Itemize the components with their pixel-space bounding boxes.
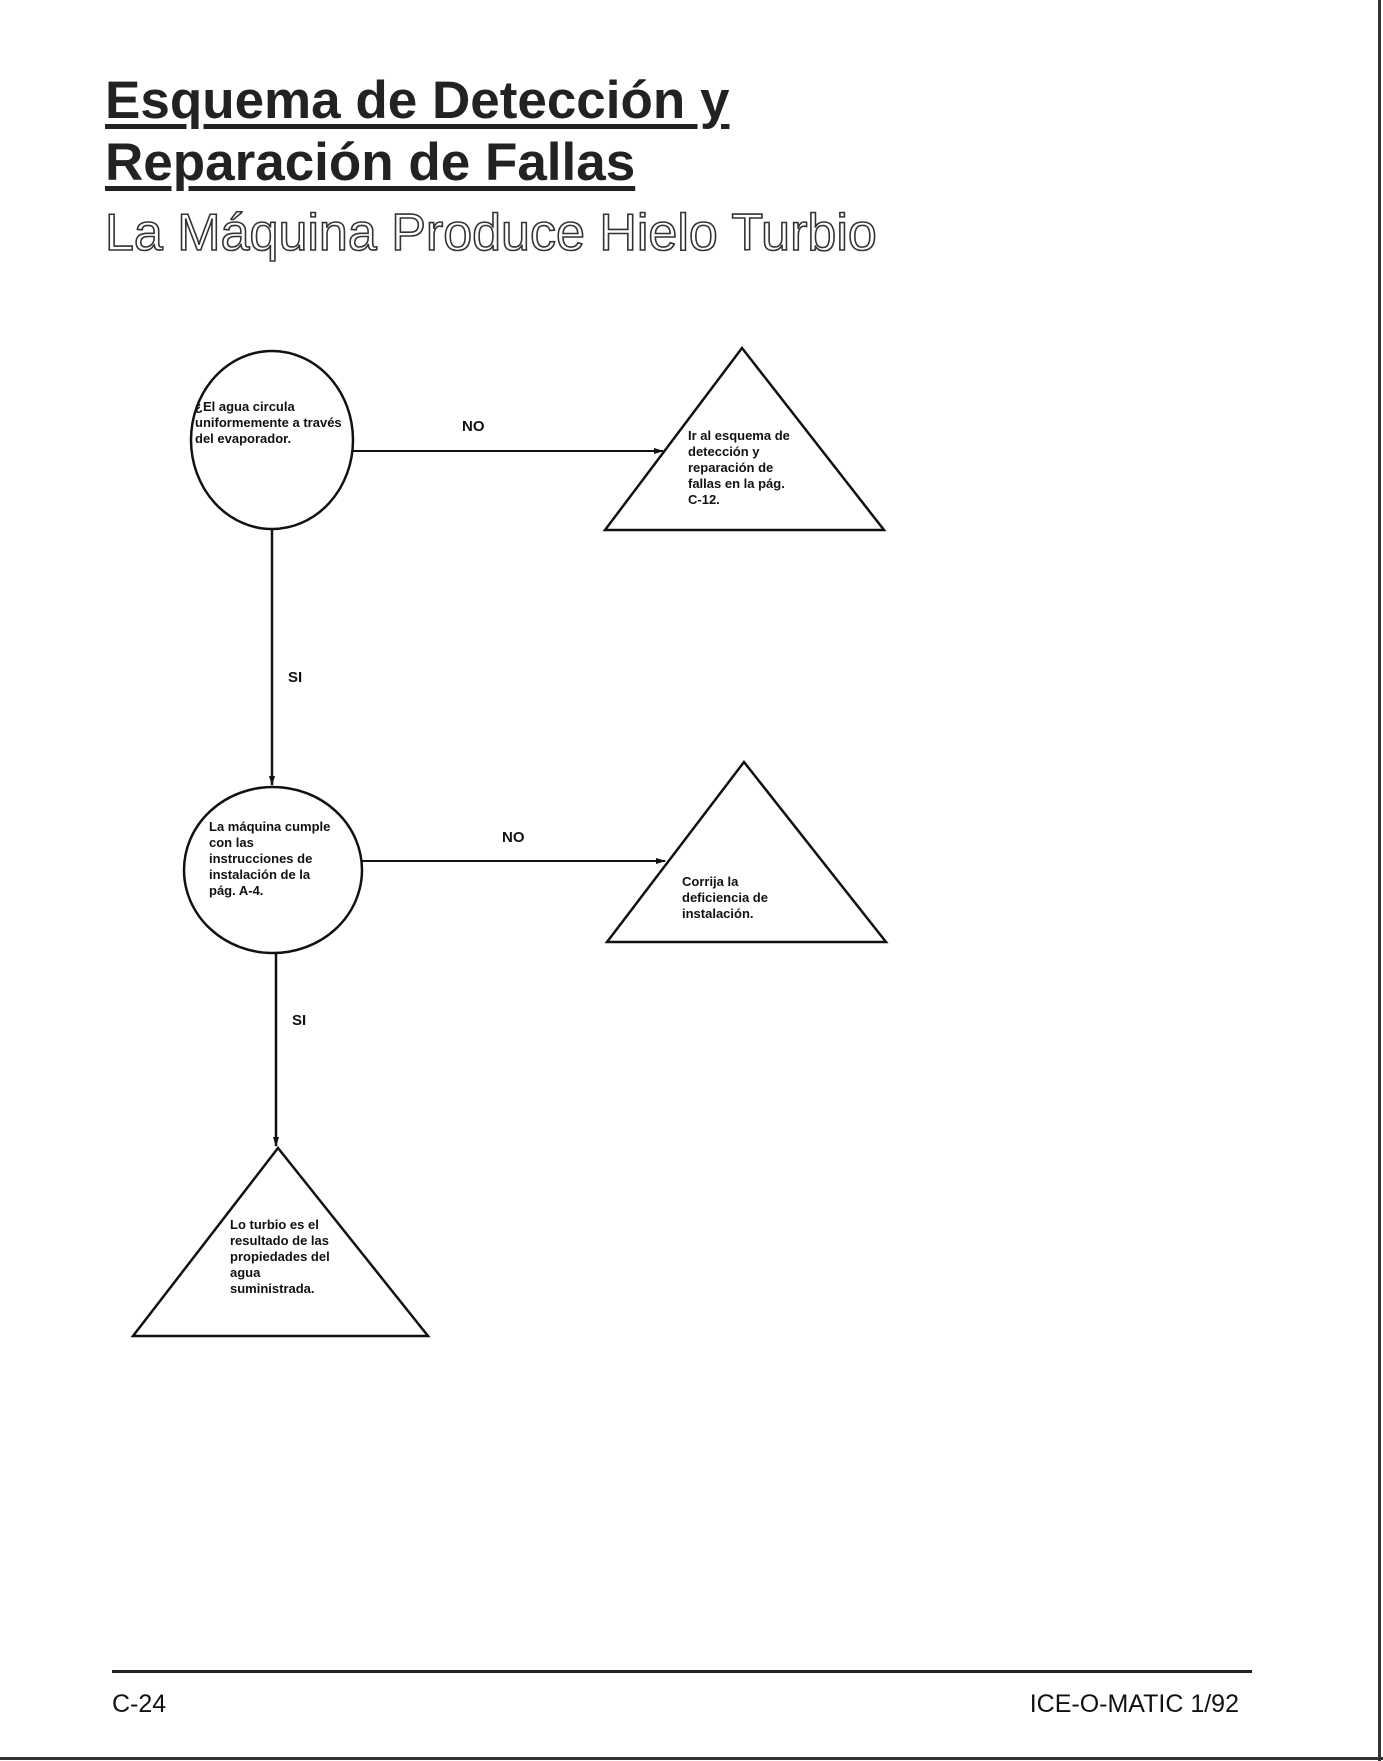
footer-brand: ICE-O-MATIC 1/92 <box>1029 1690 1239 1718</box>
edge-q2-no-label: NO <box>502 829 525 846</box>
edge-q2-si-label: SI <box>292 1012 307 1029</box>
result-water-properties-shape <box>130 1145 431 1338</box>
page-subtitle: La Máquina Produce Hielo Turbio <box>104 204 877 262</box>
edge-q1-si-label: SI <box>288 669 303 686</box>
result-water-properties-text: Lo turbio es el resultado de las propied… <box>230 1217 330 1296</box>
scan-edge-bottom <box>0 1757 1383 1760</box>
action-fix-installation-shape <box>604 759 889 944</box>
page-number: C-24 <box>112 1690 167 1718</box>
edge-q1-no-label: NO <box>462 418 485 435</box>
page-title-line-2: Reparación de Fallas <box>105 133 636 192</box>
page-title-line-1: Esquema de Detección y <box>105 71 730 130</box>
decision-installation-shape <box>182 785 364 955</box>
decision-water-circulation-text: ¿El agua circula uniformemente a través … <box>195 399 342 446</box>
page-title: Esquema de Detección y Reparación de Fal… <box>105 70 729 194</box>
footer-divider <box>112 1670 1252 1673</box>
scan-edge-right <box>1378 0 1381 1761</box>
action-go-to-c12-text: Ir al esquema de detección y reparación … <box>688 428 790 507</box>
action-fix-installation-text: Corrija la deficiencia de instalación. <box>682 874 768 921</box>
action-go-to-c12-shape <box>602 345 887 532</box>
decision-installation-text: La máquina cumple con las instrucciones … <box>209 819 331 898</box>
